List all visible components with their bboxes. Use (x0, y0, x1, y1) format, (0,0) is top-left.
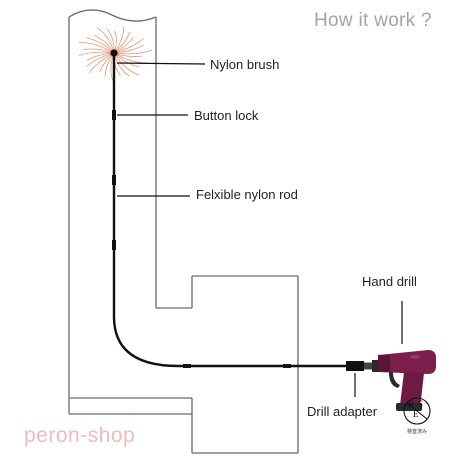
label-hand-drill: Hand drill (362, 274, 417, 289)
pse-letters: P S E (403, 397, 431, 425)
button-lock (112, 240, 116, 250)
button-locks (112, 110, 291, 368)
button-lock (283, 364, 291, 368)
button-lock (183, 364, 191, 368)
pse-caption: 検査済み (406, 429, 427, 435)
label-button-lock: Button lock (194, 108, 259, 123)
label-drill-adapter: Drill adapter (307, 404, 378, 419)
flue-top-opening (68, 9, 157, 22)
leader-nylon-brush (116, 62, 206, 65)
leader-lines (116, 62, 403, 397)
pse-letter-e: E (413, 409, 419, 419)
pse-letter-p: P (408, 399, 414, 409)
label-flexible-rod: Felxible nylon rod (196, 187, 298, 202)
shop-watermark: peron-shop (24, 424, 136, 447)
pse-letter-s: S (418, 399, 424, 409)
chimney-flue (68, 9, 299, 454)
page-title: How it work ? (314, 10, 432, 31)
pse-mark-icon (403, 397, 431, 425)
button-lock (112, 175, 116, 185)
flexible-nylon-rod (112, 53, 350, 368)
label-nylon-brush: Nylon brush (210, 57, 280, 72)
button-lock (112, 110, 116, 120)
drill-adapter (346, 361, 372, 371)
